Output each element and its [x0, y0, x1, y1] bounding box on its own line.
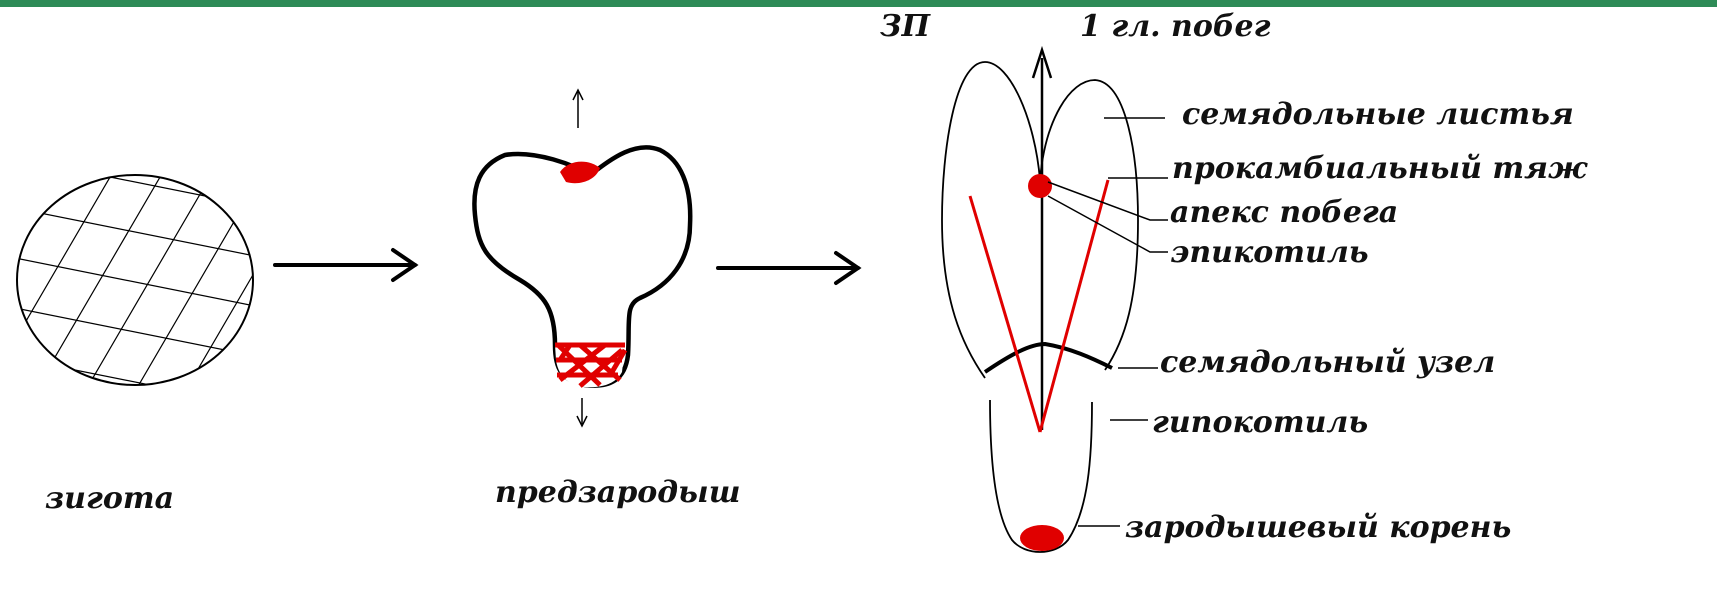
main-shoot-label: 1 гл. побег — [1080, 9, 1271, 44]
zygote-label: зигота — [45, 481, 174, 516]
transition-arrow-2 — [718, 253, 858, 283]
epicotyl-label: эпикотиль — [1170, 235, 1369, 270]
transition-arrow-1 — [275, 250, 415, 280]
procambial-label: прокамбиальный тяж — [1172, 151, 1588, 186]
cotyledon-node-label: семядольный узел — [1160, 345, 1495, 380]
mature-embryo — [942, 62, 1138, 552]
shoot-apex-label: апекс побега — [1170, 195, 1398, 230]
cotyledon-node-line — [985, 344, 1112, 372]
leader-lines — [1048, 118, 1168, 526]
hypocotyl-label: гипокотиль — [1152, 405, 1368, 440]
cotyledon-left — [942, 62, 1040, 378]
zygote — [0, 155, 320, 415]
main-axis-arrow — [1033, 50, 1051, 430]
proembryo-label: предзародыш — [495, 475, 740, 510]
cotyledons-label: семядольные листья — [1182, 97, 1574, 132]
proembryo — [474, 90, 690, 426]
shoot-apex-dot — [1028, 174, 1052, 198]
zygote-hatching — [0, 155, 320, 415]
radicle-label: зародышевый корень — [1125, 510, 1511, 545]
zygote-outline — [17, 175, 253, 385]
radicle-dot — [1020, 525, 1064, 551]
cotyledon-right — [1040, 80, 1138, 370]
zp-label: ЗП — [880, 9, 932, 44]
